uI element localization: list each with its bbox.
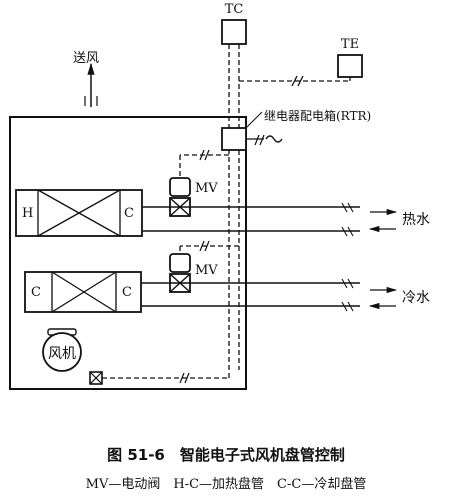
hot-water-label: 热水 (402, 212, 430, 228)
tc-controller-box (221, 19, 247, 45)
heating-coil (15, 189, 143, 237)
supply-air-label: 送风 (73, 51, 99, 66)
cool-coil-c1-label: C (31, 285, 41, 300)
wire-count-mark (291, 75, 298, 87)
fan-coil-unit-enclosure (9, 116, 247, 390)
cooling-coil (24, 271, 142, 313)
fan-label: 风机 (48, 346, 76, 362)
valve-actuator-top (169, 177, 191, 197)
heat-coil-h-label: H (22, 206, 33, 221)
tc-label: TC (225, 2, 244, 17)
heat-coil-c-label: C (124, 206, 134, 221)
te-label: TE (341, 37, 359, 52)
mv-bottom-label: MV (195, 263, 218, 278)
mv-top-label: MV (195, 181, 218, 196)
figure-legend: MV—电动阀 H-C—加热盘管 C-C—冷却盘管 (85, 477, 367, 492)
cold-water-label: 冷水 (402, 290, 430, 306)
relay-box-label: 继电器配电箱(RTR) (264, 108, 371, 123)
te-sensor-box (337, 54, 363, 78)
valve-actuator-bottom (169, 253, 191, 273)
relay-distribution-box (221, 127, 247, 151)
cool-coil-c2-label: C (122, 285, 132, 300)
ac-power-symbol (265, 135, 283, 143)
fan-motor (42, 332, 82, 372)
figure-title: 图 51-6 智能电子式风机盘管控制 (107, 446, 345, 464)
